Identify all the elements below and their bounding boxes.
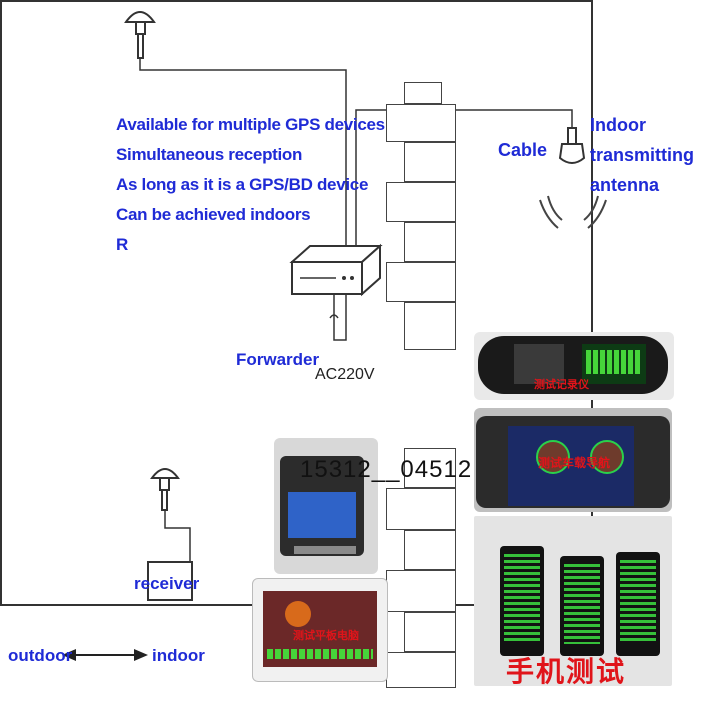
phone-number-text: 15312__04512 <box>300 456 473 483</box>
brick-wall-upper <box>386 82 456 350</box>
feature-line-3: As long as it is a GPS/BD device <box>116 175 369 194</box>
tablet-caption: 测试平板电脑 <box>293 630 359 642</box>
indoor-cable <box>355 109 573 250</box>
feature-line-1: Available for multiple GPS devices <box>116 115 385 134</box>
tablet-photo: 测试平板电脑 <box>252 578 388 682</box>
forwarder-label: Forwarder <box>236 350 320 369</box>
receiver-label: receiver <box>134 574 200 593</box>
phones-photo: 手机测试 <box>474 516 672 686</box>
outdoor-indoor-arrow-icon <box>62 649 148 661</box>
outdoor-antenna-icon <box>124 11 156 59</box>
indoor-antenna-label-line3: antenna <box>590 175 660 195</box>
feature-line-5: R <box>116 235 128 254</box>
phones-caption: 手机测试 <box>506 655 627 686</box>
receiver-cable <box>164 510 191 586</box>
indoor-antenna-label: Indoor transmitting antenna <box>590 110 694 200</box>
car-dvr-photo: 测试记录仪 <box>474 332 674 400</box>
indoor-antenna-label-line1: Indoor <box>590 115 646 135</box>
power-cord <box>333 294 347 341</box>
antenna-cable <box>139 58 347 250</box>
receiver-box <box>147 561 193 601</box>
indoor-label: indoor <box>152 646 205 665</box>
indoor-antenna-icon <box>539 127 607 229</box>
outdoor-label: outdoor <box>8 646 73 665</box>
car-dvr-caption: 测试记录仪 <box>534 379 589 391</box>
cable-label: Cable <box>498 140 548 160</box>
car-navigation-photo: 测试车载导航 <box>474 408 672 512</box>
forwarder-box-icon <box>289 243 383 297</box>
receiver-antenna-icon <box>150 468 180 511</box>
power-label: AC220V <box>315 366 375 383</box>
feature-line-2: Simultaneous reception <box>116 145 303 164</box>
vehicle-terminal-photo <box>274 438 378 574</box>
feature-line-4: Can be achieved indoors <box>116 205 311 224</box>
brick-wall-lower <box>386 448 456 688</box>
indoor-antenna-label-line2: transmitting <box>590 145 695 165</box>
car-navigation-caption: 测试车载导航 <box>538 456 611 470</box>
